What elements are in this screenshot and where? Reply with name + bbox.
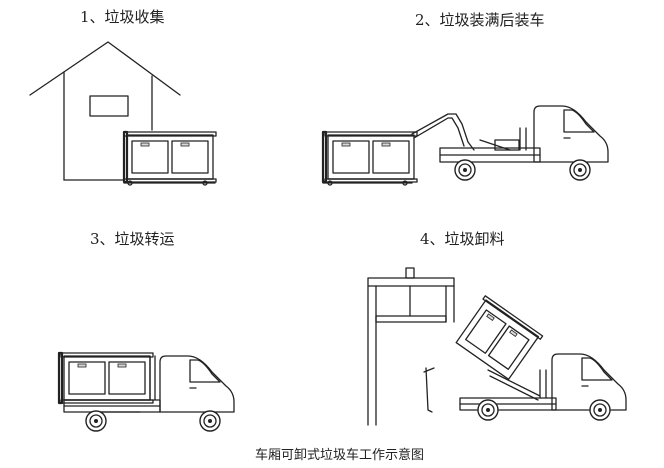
scene-1-collection	[29, 41, 217, 186]
scene-4-unloading	[367, 267, 627, 426]
diagram-caption: 车厢可卸式垃圾车工作示意图	[255, 448, 425, 463]
step-3-label: 3、垃圾转运	[90, 230, 175, 248]
step-2-label: 2、垃圾装满后装车	[415, 11, 545, 29]
step-4-label: 4、垃圾卸料	[420, 230, 505, 248]
scene-3-transport	[57, 351, 235, 432]
scene-2-loading	[321, 105, 609, 186]
step-1-label: 1、垃圾收集	[80, 8, 165, 26]
